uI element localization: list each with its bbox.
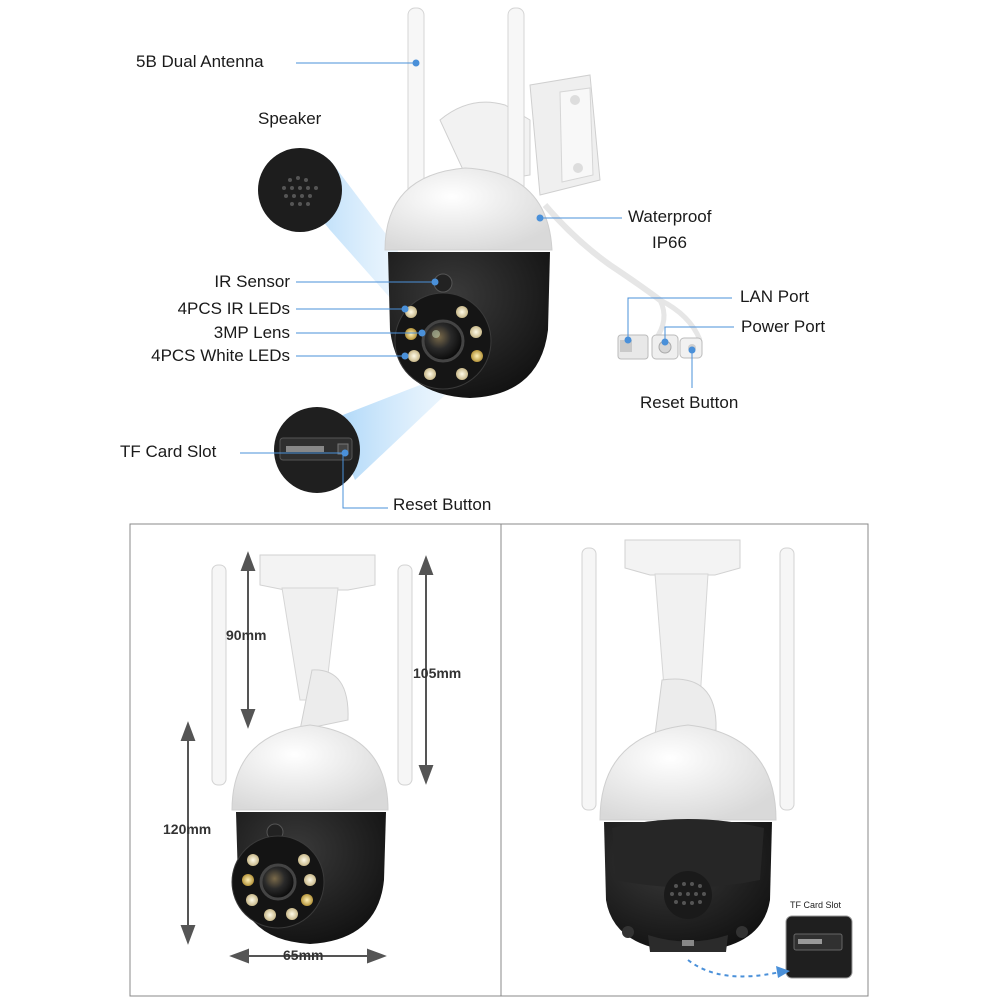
dashed-arrow [687, 959, 781, 978]
antennas [407, 7, 525, 209]
label-ir-leds: 4PCS IR LEDs [177, 299, 290, 318]
dimension-body-height: 120mm [163, 821, 212, 837]
rear-view-camera [581, 539, 795, 952]
dimension-antenna-height: 105mm [413, 665, 462, 681]
label-lan-port: LAN Port [740, 287, 809, 306]
label-waterproof: Waterproof [628, 207, 712, 226]
label-reset-button-cable: Reset Button [640, 393, 739, 412]
label-reset-button-bottom: Reset Button [393, 495, 492, 514]
label-tf-card-slot: TF Card Slot [120, 442, 217, 461]
speaker-inset [258, 148, 342, 232]
cable [542, 203, 662, 303]
label-lens: 3MP Lens [213, 323, 290, 342]
label-speaker: Speaker [258, 109, 322, 128]
label-power-port: Power Port [741, 317, 826, 336]
tf-slot-inset [274, 407, 360, 493]
dimension-arrows [180, 551, 434, 964]
label-white-leds: 4PCS White LEDs [151, 346, 290, 365]
dimension-bracket-height: 90mm [226, 627, 267, 643]
label-rear-tf-card-slot: TF Card Slot [790, 900, 842, 910]
camera-head [384, 167, 553, 398]
bottom-frame [129, 523, 869, 997]
rear-tf-slot-inset [785, 915, 853, 979]
dimension-body-width: 65mm [283, 947, 324, 963]
label-ip66: IP66 [652, 233, 687, 252]
label-ir-sensor: IR Sensor [214, 272, 290, 291]
label-antenna: 5B Dual Antenna [136, 52, 264, 71]
front-view-camera [211, 554, 413, 944]
leader-lines [240, 59, 734, 509]
